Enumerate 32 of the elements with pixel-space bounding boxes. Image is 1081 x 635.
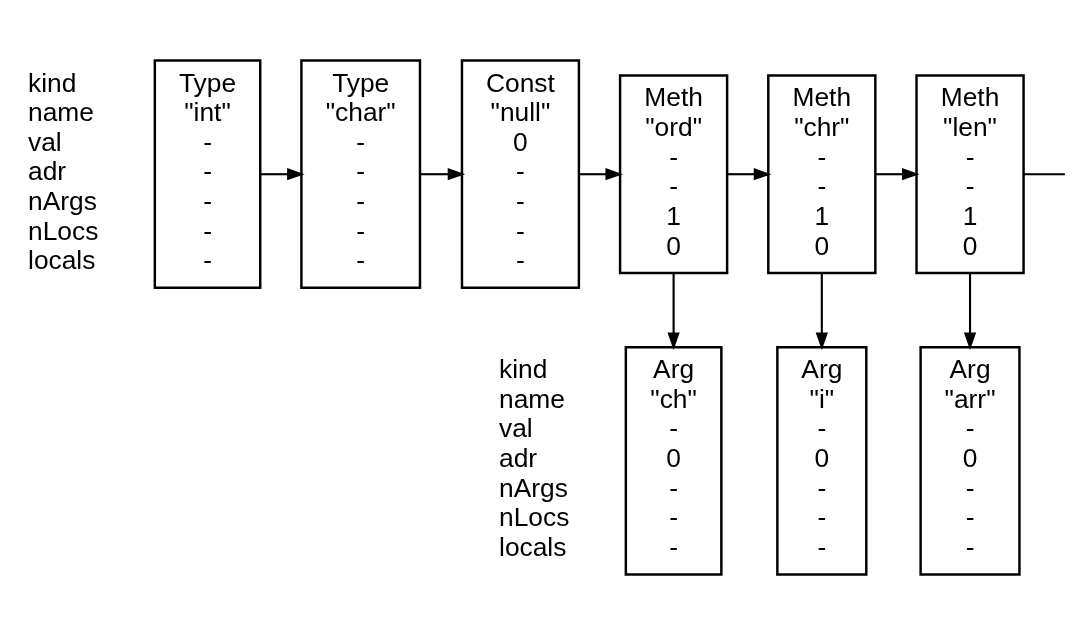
label: nLocs [28, 215, 99, 246]
arrow [260, 168, 305, 181]
label: val [28, 126, 62, 157]
label: locals [28, 245, 96, 276]
node-box: Meth "len" - - 1 0 [915, 74, 1025, 275]
arrow [815, 273, 828, 351]
node-box: Arg "ch" - 0 - - - [624, 345, 723, 576]
arrow [420, 168, 466, 181]
node-box: Type "int" - - - - - [153, 59, 262, 290]
label: adr [28, 156, 67, 187]
arrow [963, 273, 977, 351]
label: kind [28, 67, 77, 98]
label: locals [499, 531, 567, 562]
node-box: Arg "arr" - 0 - - - [919, 345, 1021, 576]
node-box: Meth "chr" - - 1 0 [767, 74, 877, 275]
label: nLocs [499, 502, 570, 533]
node-box: Arg "i" - 0 - - - [776, 345, 868, 576]
label: name [499, 383, 565, 414]
label: nArgs [28, 186, 97, 217]
arrow [727, 168, 772, 181]
label: adr [499, 443, 538, 474]
node-box: Meth "ord" - - 1 0 [618, 74, 729, 275]
node-box: Const "null" 0 - - - - [460, 59, 581, 290]
arrow [579, 168, 623, 181]
label: val [499, 413, 533, 444]
connector [1023, 173, 1065, 176]
arrow [667, 273, 680, 351]
label: kind [499, 354, 548, 385]
arrow [875, 168, 920, 181]
label: nArgs [499, 472, 568, 503]
label: name [28, 97, 94, 128]
node-box: Type "char" - - - - - [300, 59, 422, 290]
